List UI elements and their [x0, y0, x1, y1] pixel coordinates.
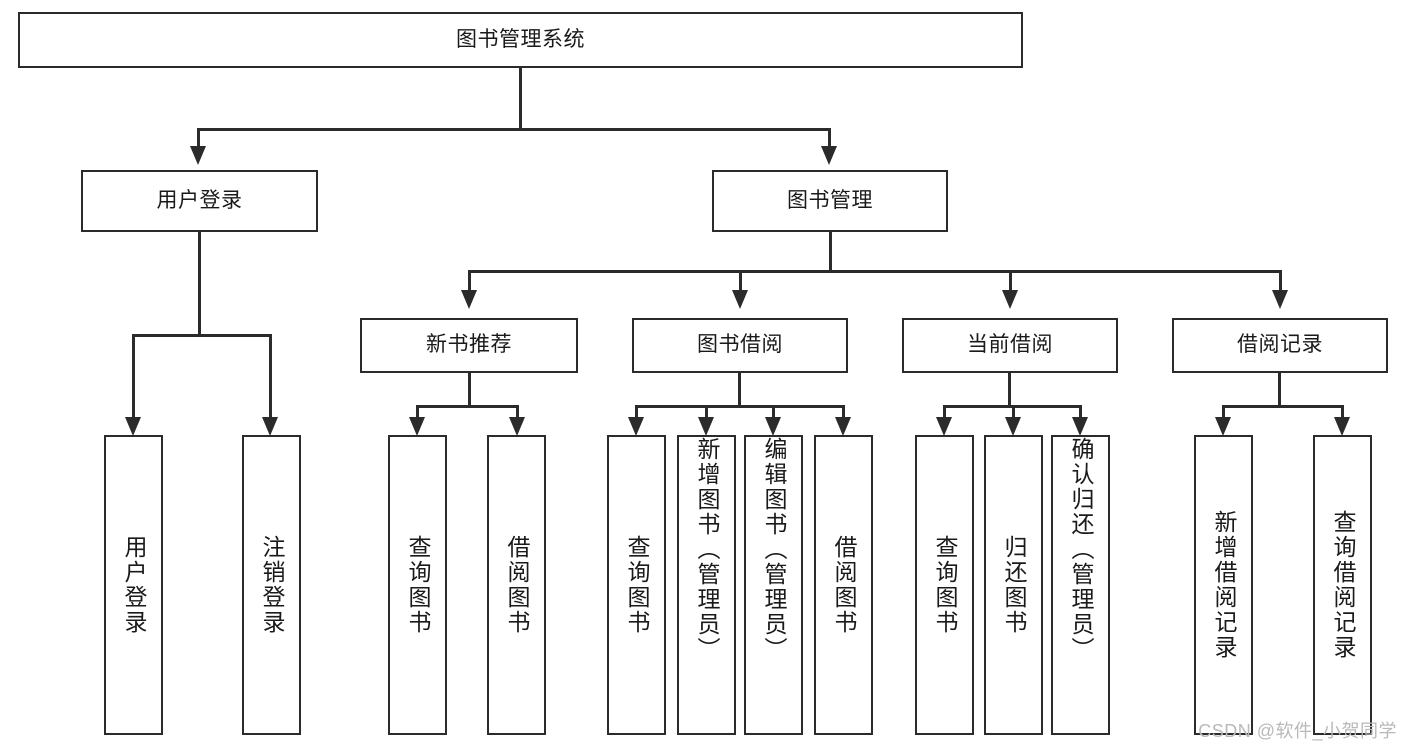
node-label: 查询图书 — [624, 535, 650, 635]
connector-root-to-user-login — [197, 128, 200, 146]
node-label: 编辑图书（管理员） — [761, 437, 787, 662]
connector-user-login-to-leaf-2 — [269, 334, 272, 419]
connector-nbr-to-leaf-2 — [516, 405, 519, 419]
arrow-to-leaf-query-book-bb — [628, 417, 644, 436]
node-label: 新书推荐 — [426, 333, 512, 357]
node-label: 查询图书 — [405, 535, 431, 635]
arrow-to-leaf-query-record — [1334, 417, 1350, 436]
connector-bb-to-leaf-2 — [705, 405, 708, 419]
node-label: 用户登录 — [156, 188, 243, 212]
connector-br-trunk — [1278, 373, 1281, 407]
arrow-to-leaf-edit-book — [765, 417, 781, 436]
connector-cb-to-leaf-2 — [1012, 405, 1015, 419]
connector-cb-to-leaf-1 — [943, 405, 946, 419]
connector-user-login-trunk — [198, 232, 201, 336]
node-label: 借阅记录 — [1237, 333, 1323, 357]
node-new-book-recommend[interactable]: 新书推荐 — [360, 318, 578, 373]
connector-bm-to-book-borrow — [739, 270, 742, 292]
node-label: 图书借阅 — [697, 333, 783, 357]
arrow-to-leaf-borrow-book-nbr — [509, 417, 525, 436]
leaf-edit-book-admin[interactable]: 编辑图书（管理员） — [744, 435, 803, 735]
connector-br-to-leaf-2 — [1341, 405, 1344, 419]
leaf-query-book-current[interactable]: 查询图书 — [915, 435, 974, 735]
leaf-query-book-borrow[interactable]: 查询图书 — [607, 435, 666, 735]
node-root-book-management-system[interactable]: 图书管理系统 — [18, 12, 1023, 68]
node-label: 用户登录 — [121, 535, 147, 635]
leaf-borrow-book-recommend[interactable]: 借阅图书 — [487, 435, 546, 735]
leaf-logout[interactable]: 注销登录 — [242, 435, 301, 735]
connector-user-login-bar — [133, 334, 271, 337]
node-book-management[interactable]: 图书管理 — [712, 170, 948, 232]
node-label: 新增借阅记录 — [1211, 510, 1237, 660]
arrow-to-leaf-logout — [262, 417, 278, 436]
node-user-login[interactable]: 用户登录 — [81, 170, 318, 232]
connector-user-login-to-leaf-1 — [132, 334, 135, 419]
arrow-to-leaf-user-login — [125, 417, 141, 436]
node-label: 图书管理 — [787, 188, 873, 212]
leaf-return-book[interactable]: 归还图书 — [984, 435, 1043, 735]
connector-nbr-trunk — [468, 373, 471, 407]
node-label: 借阅图书 — [831, 535, 857, 635]
arrow-to-leaf-add-record — [1215, 417, 1231, 436]
connector-bb-to-leaf-3 — [772, 405, 775, 419]
arrow-to-leaf-add-book — [698, 417, 714, 436]
connector-bb-bar — [636, 405, 844, 408]
node-label: 查询借阅记录 — [1330, 510, 1356, 660]
connector-root-bar — [198, 128, 830, 131]
connector-bb-to-leaf-1 — [635, 405, 638, 419]
arrow-to-current-borrow — [1002, 290, 1018, 309]
node-label: 图书管理系统 — [456, 27, 585, 51]
connector-book-management-bar — [469, 270, 1281, 273]
connector-root-trunk — [519, 68, 522, 130]
node-label: 当前借阅 — [967, 333, 1053, 357]
node-label: 注销登录 — [259, 535, 285, 635]
arrow-to-book-borrow — [732, 290, 748, 309]
connector-book-management-trunk — [829, 232, 832, 272]
arrow-to-new-book-recommend — [461, 290, 477, 309]
connector-bm-to-new-book — [468, 270, 471, 292]
node-label: 确认归还（管理员） — [1068, 437, 1094, 662]
connector-br-to-leaf-1 — [1222, 405, 1225, 419]
leaf-confirm-return-admin[interactable]: 确认归还（管理员） — [1051, 435, 1110, 735]
arrow-to-leaf-query-book-cb — [936, 417, 952, 436]
connector-nbr-to-leaf-1 — [416, 405, 419, 419]
connector-nbr-bar — [417, 405, 518, 408]
arrow-to-user-login — [190, 146, 206, 165]
arrow-to-leaf-confirm-return — [1072, 417, 1088, 436]
connector-cb-trunk — [1008, 373, 1011, 407]
arrow-to-leaf-return-book — [1005, 417, 1021, 436]
leaf-add-borrow-record[interactable]: 新增借阅记录 — [1194, 435, 1253, 735]
arrow-to-book-management — [821, 146, 837, 165]
connector-root-to-book-management — [828, 128, 831, 146]
node-label: 借阅图书 — [504, 535, 530, 635]
connector-bb-trunk — [738, 373, 741, 407]
arrow-to-leaf-borrow-book-bb — [835, 417, 851, 436]
node-label: 新增图书（管理员） — [694, 437, 720, 662]
leaf-add-book-admin[interactable]: 新增图书（管理员） — [677, 435, 736, 735]
leaf-user-login[interactable]: 用户登录 — [104, 435, 163, 735]
connector-bm-to-current-borrow — [1009, 270, 1012, 292]
connector-br-bar — [1223, 405, 1343, 408]
node-current-borrow[interactable]: 当前借阅 — [902, 318, 1118, 373]
node-label: 查询图书 — [932, 535, 958, 635]
node-label: 归还图书 — [1001, 535, 1027, 635]
arrow-to-borrow-record — [1272, 290, 1288, 309]
leaf-borrow-book[interactable]: 借阅图书 — [814, 435, 873, 735]
arrow-to-leaf-query-book-nbr — [409, 417, 425, 436]
node-book-borrow[interactable]: 图书借阅 — [632, 318, 848, 373]
leaf-query-book-recommend[interactable]: 查询图书 — [388, 435, 447, 735]
node-borrow-record[interactable]: 借阅记录 — [1172, 318, 1388, 373]
connector-bm-to-borrow-record — [1279, 270, 1282, 292]
leaf-query-borrow-record[interactable]: 查询借阅记录 — [1313, 435, 1372, 735]
connector-cb-to-leaf-3 — [1079, 405, 1082, 419]
connector-bb-to-leaf-4 — [842, 405, 845, 419]
